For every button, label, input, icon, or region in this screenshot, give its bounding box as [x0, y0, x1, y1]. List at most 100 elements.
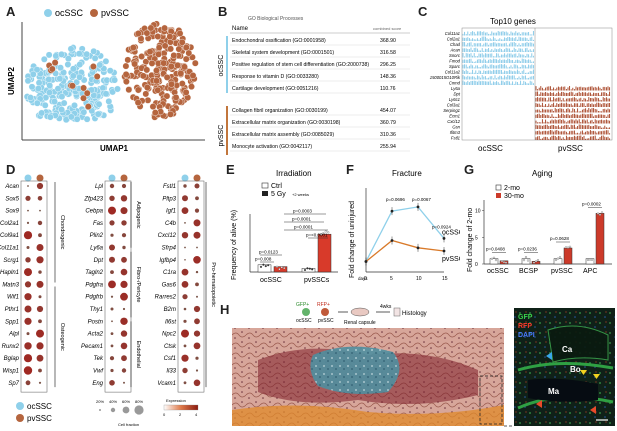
- gene-label: Lpl: [95, 184, 104, 190]
- expression-dot: [123, 381, 125, 384]
- gene-label: Col11a1: [445, 31, 460, 36]
- gene-label: Zfp423: [83, 196, 103, 202]
- y-tick-label: 0: [475, 262, 478, 268]
- group-label: Adipogenic: [135, 201, 141, 228]
- expression-dot: [121, 368, 127, 373]
- panel-f: F Fracture Fold change of uninjured ocSS…: [344, 160, 460, 300]
- legend-label-ocssc: ocSSC: [27, 402, 52, 411]
- expression-dot: [183, 319, 187, 323]
- expression-dot: [193, 256, 201, 264]
- p-value: p=0.0001: [294, 225, 313, 230]
- expression-dot: [194, 183, 200, 189]
- data-point: [522, 259, 526, 262]
- expression-dot: [109, 244, 115, 251]
- gfp-cell-icon: [302, 308, 310, 316]
- go-score: 110.76: [380, 86, 396, 92]
- expression-dot: [121, 355, 127, 362]
- gene-label: Gas6: [162, 282, 177, 288]
- legend-note: +2 weeks: [292, 192, 309, 197]
- umap-point-ocssc: [46, 113, 54, 121]
- expression-dot: [24, 268, 32, 277]
- expression-dot: [195, 196, 199, 201]
- gene-label: Spp1: [5, 319, 19, 325]
- expression-dot: [183, 184, 187, 188]
- umap-point-pvssc: [160, 59, 168, 67]
- data-point: [600, 211, 604, 214]
- umap-point-pvssc: [188, 83, 195, 91]
- p-value: p=0.008: [255, 257, 272, 262]
- expression-dot: [181, 232, 189, 239]
- gene-label: Plin2: [90, 233, 104, 239]
- gene-label: Ly6a: [451, 86, 461, 91]
- umap-point-pvssc: [84, 103, 92, 111]
- group-label: Fibro-/Pericyte: [135, 267, 141, 303]
- gene-label: Rarres2: [155, 295, 177, 301]
- column-header-dot: [193, 174, 201, 182]
- expression-dot: [37, 196, 43, 201]
- umap-point-pvssc: [175, 45, 183, 53]
- data-point: [596, 212, 600, 215]
- umap-point-ocssc: [51, 98, 58, 106]
- expression-dot: [196, 246, 198, 249]
- track-frame: [461, 27, 613, 141]
- expression-dot: [109, 256, 115, 263]
- group-label: Osteogenic: [59, 323, 65, 351]
- umap-point-ocssc: [58, 51, 65, 58]
- umap-point-ocssc: [67, 113, 75, 121]
- expression-dot: [196, 295, 198, 298]
- umap-point-pvssc: [170, 52, 178, 59]
- expression-dot: [181, 207, 189, 214]
- data-point: [566, 246, 570, 249]
- panel-label: G: [464, 162, 475, 177]
- umap-point-pvssc: [80, 84, 88, 92]
- go-term: Monocyte activation (GO:0042117): [232, 144, 312, 150]
- gene-label: Chad: [450, 42, 461, 47]
- data-point: [306, 267, 309, 270]
- umap-point-pvssc: [125, 86, 133, 94]
- umap-point-pvssc: [182, 89, 190, 96]
- bar-plot: 0510ocSSCp=0.0408BCSPp=0.0236pvSSCp=0.06…: [475, 200, 612, 275]
- data-point: [319, 233, 323, 236]
- umap-point-ocssc: [106, 67, 114, 75]
- x-tick-label: 15: [442, 276, 448, 282]
- p-value: p=0.0003: [293, 209, 312, 214]
- series-label: pvSSC: [442, 256, 460, 263]
- legend-label-5gy: 5 Gy: [271, 191, 286, 198]
- p-value: p=0.0236: [518, 247, 537, 252]
- gene-label: Ly6a: [90, 246, 104, 252]
- size-legend-label: 20%: [96, 399, 104, 404]
- data-point: [278, 268, 281, 271]
- umap-point-ocssc: [70, 65, 77, 73]
- expression-dot: [195, 356, 199, 360]
- umap-point-ocssc: [60, 69, 67, 76]
- data-point: [534, 260, 538, 263]
- panel-label: B: [218, 4, 228, 19]
- data-point: [267, 264, 270, 267]
- gene-label: Fstl1: [451, 136, 460, 141]
- umap-point-ocssc: [24, 77, 32, 85]
- umap-point-ocssc: [83, 115, 91, 123]
- expression-dot: [195, 369, 199, 372]
- umap-point-pvssc: [181, 63, 188, 71]
- data-point: [492, 256, 496, 259]
- umap-point-ocssc: [60, 99, 68, 107]
- size-legend-label: 60%: [122, 399, 130, 404]
- data-point: [390, 239, 394, 242]
- expression-dot: [110, 270, 114, 274]
- data-point: [588, 258, 592, 261]
- umap-point-pvssc: [161, 42, 169, 50]
- data-point: [524, 256, 528, 259]
- data-point: [598, 213, 602, 216]
- gene-label: Postn: [88, 319, 104, 325]
- umap-point-pvssc: [149, 103, 157, 111]
- expression-dot: [181, 281, 189, 288]
- data-point: [280, 266, 283, 269]
- pvssc-label: pvSSC: [318, 318, 334, 324]
- go-score: 296.25: [380, 62, 396, 68]
- umap-point-pvssc: [161, 24, 169, 32]
- expression-dot: [111, 320, 113, 323]
- zoom-box: [479, 375, 503, 425]
- x-axis-label: UMAP1: [100, 144, 129, 153]
- gene-label: Dpt: [94, 258, 104, 264]
